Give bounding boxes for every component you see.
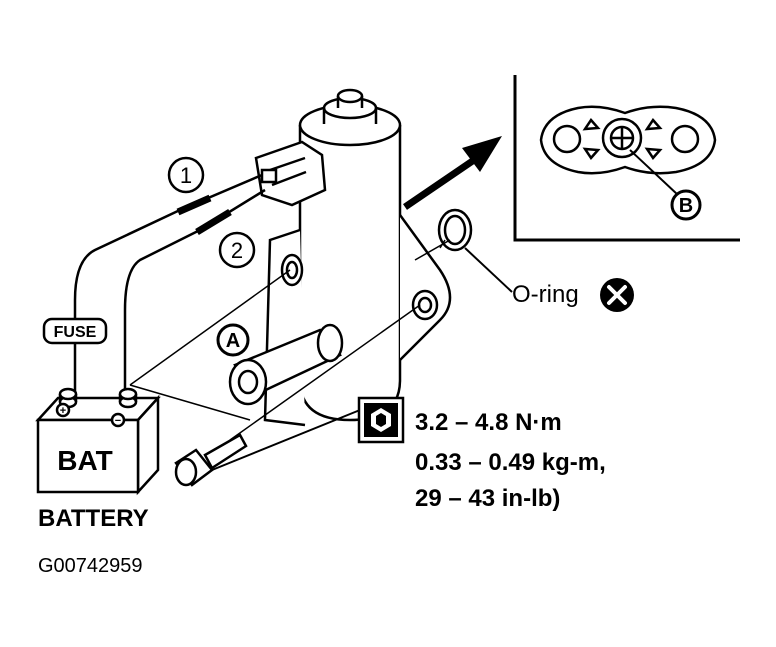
leader-o-ring [464,247,513,293]
electrical-connector [254,140,327,207]
filter-screen [228,323,344,406]
torque-line-3: 29 – 43 in-lb) [415,485,560,512]
o-ring-label: O-ring [512,281,579,308]
x-circle-icon [600,278,634,312]
probe-tips [176,194,232,235]
callout-b: B [670,189,702,221]
svg-text:B: B [679,195,693,217]
o-ring [437,208,473,252]
inset-valve-port-face [539,105,717,175]
battery [35,387,161,496]
battery-plus-mark: + [60,405,66,417]
svg-text:FUSE: FUSE [54,324,97,341]
callout-1: 1 [167,156,205,194]
figure-id: G00742959 [38,555,143,577]
callout-a: A [216,323,250,357]
leader-b [629,149,679,196]
svg-text:1: 1 [180,163,192,188]
assembly-guide-lines [129,239,451,441]
fuse: FUSE [42,317,108,345]
battery-label: BATTERY [38,505,149,532]
torque-line-2: 0.33 – 0.49 kg-m, [415,449,606,476]
view-direction-arrow [403,136,502,210]
svg-text:2: 2 [231,238,243,263]
callout-2: 2 [218,231,256,269]
torque-line-1: 3.2 – 4.8 N·m [415,409,562,436]
leader-torque [211,409,361,471]
battery-minus-mark: − [115,415,121,427]
torque-wrench-icon [357,396,405,444]
svg-text:A: A [226,330,240,352]
inset-detail-view [513,75,740,242]
battery-bat-label: BAT [57,445,112,476]
test-leads [73,173,266,395]
